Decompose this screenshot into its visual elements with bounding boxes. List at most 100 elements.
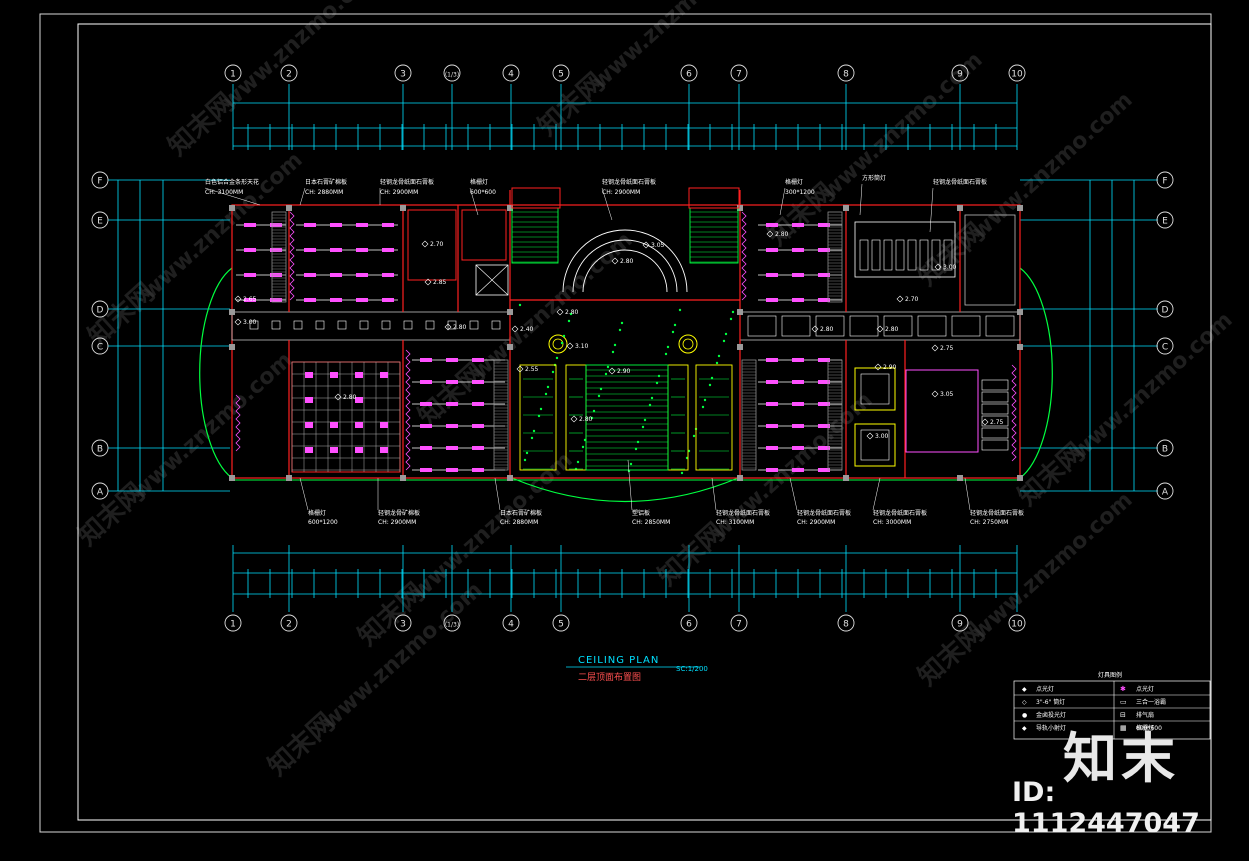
ceiling-panel: [695, 364, 733, 471]
ceiling-height-label: 2.80: [556, 308, 579, 316]
cabinet: [981, 427, 1009, 439]
downlight-dot: [629, 462, 633, 466]
grid-bubble: 9: [951, 64, 969, 82]
level-marker: [896, 295, 904, 303]
height-value: 2.70: [430, 241, 444, 248]
grid-bubble: 2: [280, 64, 298, 82]
cabinet: [981, 415, 1009, 427]
legend-label-right: 点光灯: [1136, 685, 1154, 693]
ceiling-height-label: 2.85: [424, 278, 447, 286]
callout-height: CH: 2900MM: [602, 189, 640, 196]
downlight-dot: [523, 458, 527, 462]
grid-bubble-circle: [1156, 211, 1174, 229]
grid-bubble: (1/3): [443, 614, 461, 632]
callout-material: 白色铝合金条形天花: [205, 178, 259, 186]
grid-bubble-label: 1: [230, 620, 236, 630]
height-value: 2.75: [940, 345, 954, 352]
callout-height: CH: 3000MM: [873, 519, 911, 526]
downlight-dot: [692, 434, 696, 438]
louver-frame: [827, 359, 843, 471]
downlight-dot: [729, 317, 733, 321]
structural-column: [507, 309, 513, 315]
corridor-light: [491, 320, 501, 330]
grid-bubble-circle: [837, 614, 855, 632]
leader-line: [627, 459, 633, 511]
grille-light: [792, 273, 804, 277]
structural-column: [1017, 344, 1023, 350]
grid-bubble-label: 9: [957, 620, 963, 630]
grille-light: [766, 402, 778, 406]
downlight-dot: [562, 334, 566, 338]
grille-light: [356, 273, 368, 277]
grille-light: [380, 422, 388, 428]
level-marker: [566, 342, 574, 350]
level-marker: [234, 295, 242, 303]
grid-bubble-label: 10: [1011, 620, 1023, 630]
ceiling-height-label: 2.70: [896, 295, 919, 303]
curtain-strip: [289, 211, 295, 301]
grille-light: [472, 424, 484, 428]
downlight-dot: [678, 308, 682, 312]
grid-bubble-label: 3: [400, 70, 406, 80]
downlight-dot: [537, 414, 541, 418]
callout-material: 轻钢龙骨矿棉板: [378, 509, 420, 517]
central-ceiling-frame: [585, 364, 669, 471]
grid-bubble-circle: [680, 614, 698, 632]
corridor-light: [293, 320, 303, 330]
grid-bubble-circle: [1008, 614, 1026, 632]
grille-light: [270, 223, 282, 227]
ceiling-height-label: 3.05: [931, 390, 954, 398]
grid-bubble-label: 8: [843, 620, 849, 630]
level-marker: [608, 367, 616, 375]
elevator-shaft: [475, 264, 509, 296]
callout-material: 轻钢龙骨纸面石膏板: [602, 178, 656, 186]
level-marker: [642, 241, 650, 249]
grille-light: [818, 298, 830, 302]
downlight-dot: [708, 383, 712, 387]
grille-light: [330, 298, 342, 302]
callout-height: CH: 2900MM: [378, 519, 416, 526]
grille-light: [792, 424, 804, 428]
lighting-legend-table: 灯具图例◆点光灯✱点光灯◇3"-6" 筒灯▭三合一浴霸●金卤投光灯⊟排气扇◆导轨…: [1013, 671, 1211, 740]
grille-light: [356, 298, 368, 302]
legend-label-right: 排气扇: [1136, 711, 1154, 719]
grid-bubble: F: [1156, 171, 1174, 189]
level-marker: [866, 432, 874, 440]
grid-bubble-circle: [951, 64, 969, 82]
elevator-frame: [475, 264, 509, 296]
leader-line: [789, 477, 798, 511]
callout-material: 轻钢龙骨纸面石膏板: [970, 509, 1024, 517]
structural-column: [1017, 475, 1023, 481]
downlight-dot: [518, 303, 522, 307]
grid-bubble-label: D: [1162, 306, 1169, 316]
grid-bubble-circle: [680, 64, 698, 82]
ceiling-height-label: 2.80: [570, 415, 593, 423]
grid-bubble-circle: [91, 337, 109, 355]
downlight-dot: [539, 407, 543, 411]
legend-label-left: 点光灯: [1036, 685, 1054, 693]
callout-height: CH: 2880MM: [500, 519, 538, 526]
grid-bubble-label: 2: [286, 70, 292, 80]
structural-column: [400, 205, 406, 211]
downlight-dot: [530, 436, 534, 440]
grille-light: [330, 273, 342, 277]
grille-light: [382, 298, 394, 302]
grille-light: [792, 446, 804, 450]
watermark-cn-text: 知末网: [913, 618, 991, 692]
room-border: [854, 221, 956, 278]
callout-top: 方形筒灯: [859, 174, 886, 216]
downlight-dot: [613, 343, 617, 347]
structural-column: [507, 205, 513, 211]
grid-bubble-circle: [951, 614, 969, 632]
grille-light: [330, 422, 338, 428]
downlight-dot: [525, 451, 529, 455]
drawing-title-block: CEILING PLAN 二层顶面布置图 SC:1/200: [566, 655, 708, 683]
louver-block: [741, 359, 757, 471]
feature-ring: [678, 334, 698, 354]
grid-bubble-label: 7: [736, 620, 742, 630]
level-marker: [931, 344, 939, 352]
